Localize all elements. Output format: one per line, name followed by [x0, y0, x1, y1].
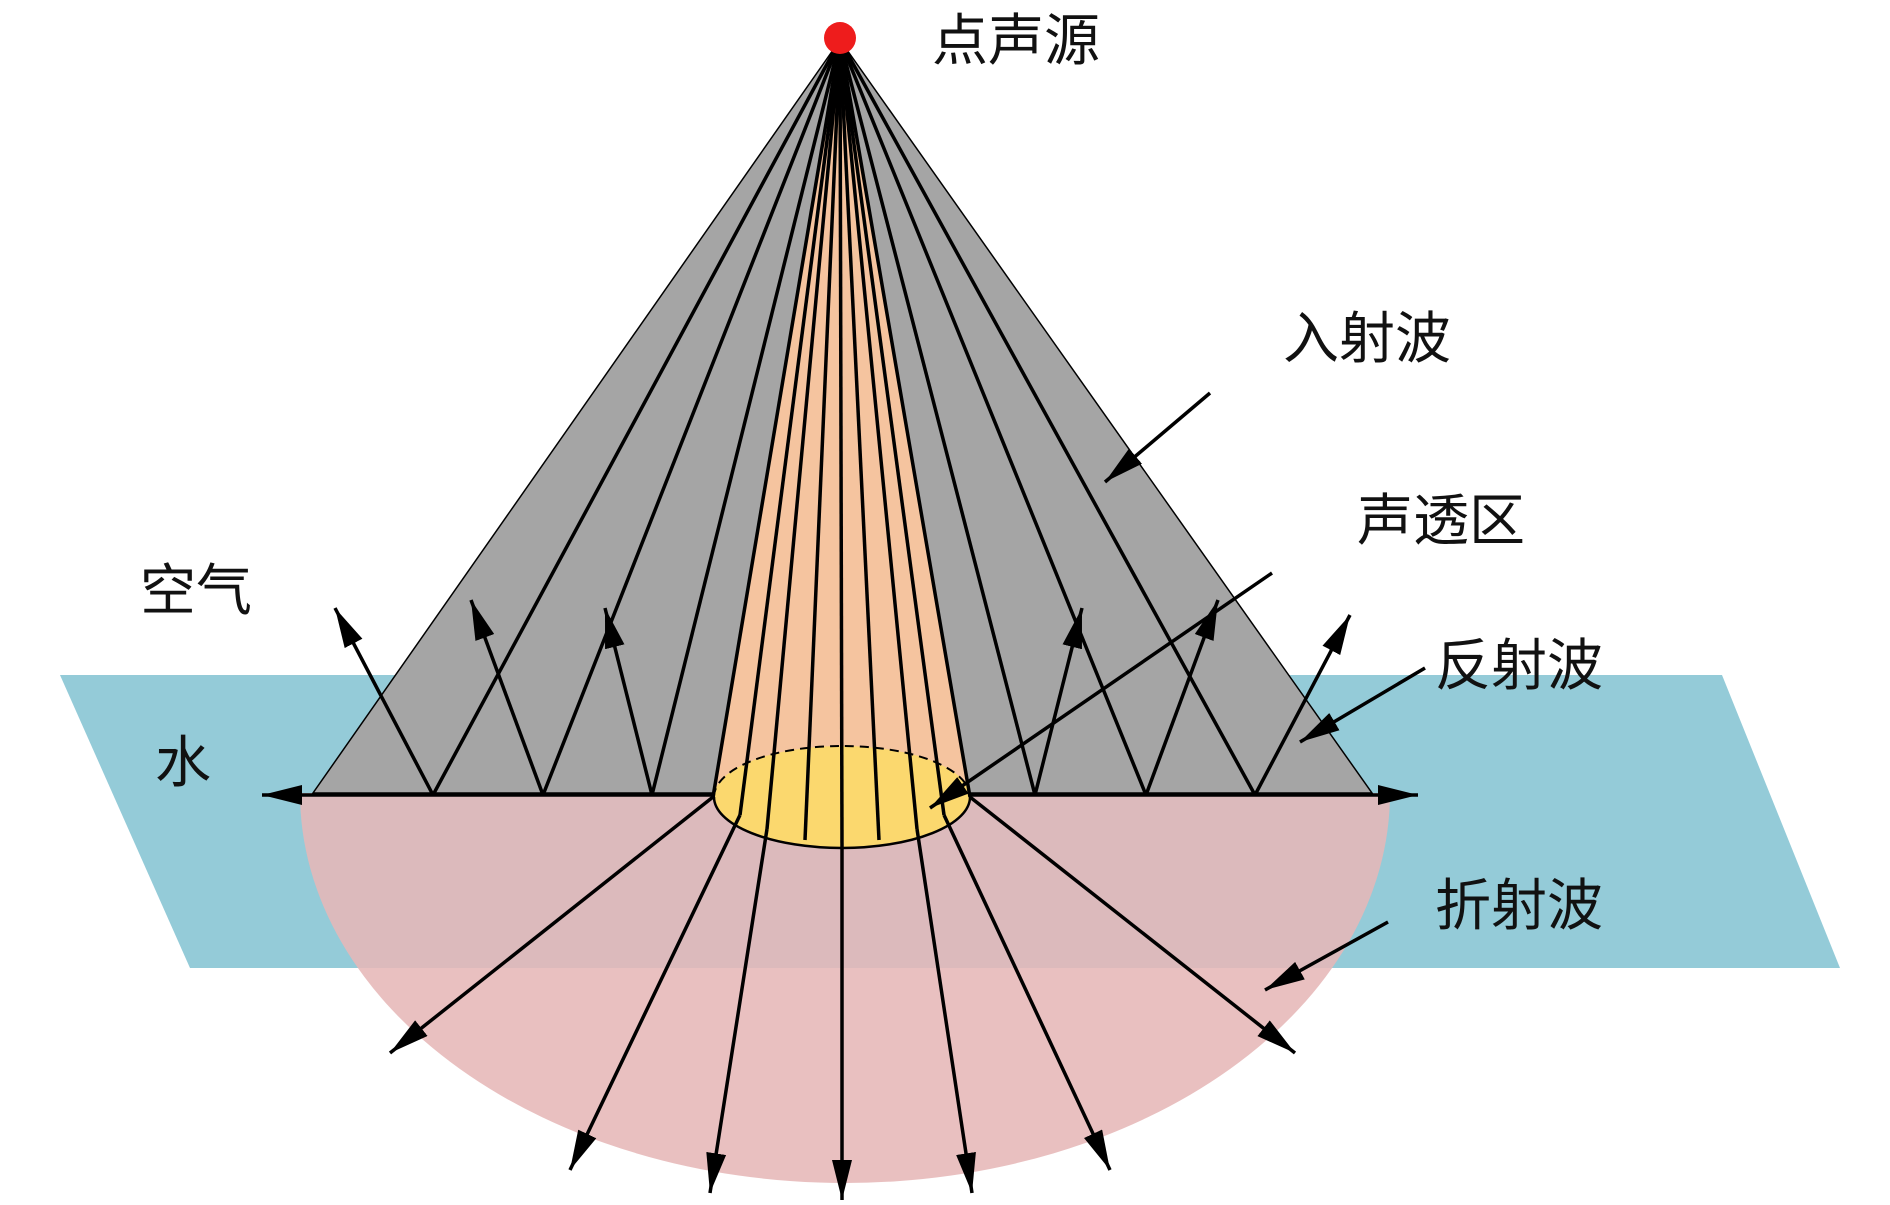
reflected-rays	[333, 599, 1352, 796]
transmission-rays	[711, 39, 972, 849]
incident-wave-leader	[1103, 391, 1212, 484]
incident-ray	[838, 39, 1257, 796]
refracted-ray	[915, 828, 976, 1194]
reflected-ray	[469, 599, 545, 796]
red-dot-icon	[824, 22, 856, 54]
reflected-ray	[333, 607, 435, 796]
transmission-ray	[765, 39, 842, 830]
refracted-rays	[388, 795, 1297, 1200]
transmission-ray	[803, 39, 842, 841]
incident-ray	[838, 39, 1037, 796]
transmission-ray	[838, 39, 881, 841]
transmission-ray	[838, 39, 844, 849]
refraction-region	[300, 793, 1390, 1183]
incident-ray	[650, 39, 842, 796]
refracted-ray	[706, 828, 769, 1194]
transmission-ray	[838, 39, 946, 816]
reflected-ray	[1253, 614, 1352, 796]
transmission-zone-leader	[929, 571, 1273, 810]
incident-ray	[431, 39, 842, 796]
transmission-zone-label: 声透区	[1357, 489, 1525, 554]
incident-wave-label: 入射波	[1283, 307, 1451, 372]
refracted-ray	[568, 814, 742, 1171]
water-label: 水	[155, 731, 211, 796]
source-label: 点声源	[932, 9, 1100, 74]
reflected-wave-label: 反射波	[1435, 634, 1603, 699]
incident-ray	[541, 39, 842, 796]
refracted-ray	[968, 795, 1297, 1055]
refracted-ray	[388, 795, 715, 1055]
reflected-ray	[603, 607, 654, 796]
label-leaders	[929, 391, 1426, 992]
transmission-ray	[838, 39, 972, 798]
refracted-wave-label: 折射波	[1435, 874, 1603, 939]
transmission-ray	[838, 39, 919, 830]
transmission-ray	[738, 39, 842, 816]
air-label: 空气	[140, 559, 252, 624]
reflected-ray	[1144, 599, 1220, 796]
reflected-wave-leader	[1299, 666, 1426, 744]
refracted-ray	[942, 814, 1112, 1171]
transmission-ray	[711, 39, 842, 798]
reflected-ray	[1033, 607, 1084, 796]
incident-rays	[431, 39, 1257, 796]
refracted-wave-leader	[1264, 920, 1389, 992]
incident-ray	[838, 39, 1148, 796]
